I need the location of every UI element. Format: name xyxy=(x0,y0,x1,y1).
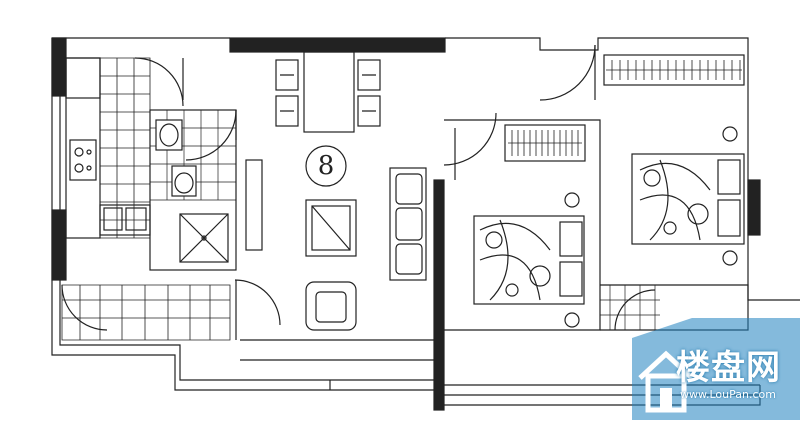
dining-chair xyxy=(275,95,299,127)
dining-chair xyxy=(357,59,381,91)
bedroom-1-bed xyxy=(473,215,585,305)
bedroom-2-door-arc xyxy=(539,44,596,101)
bedside-lamp xyxy=(722,250,738,266)
entry-door-arc-2 xyxy=(234,279,281,326)
bedside-lamp xyxy=(564,192,580,208)
bedroom-1-door-arc xyxy=(443,112,497,166)
kitchen-door-arc xyxy=(134,57,184,107)
stove xyxy=(69,139,97,181)
bathroom-door-arc xyxy=(185,109,237,161)
wall-living-bed xyxy=(433,179,445,411)
bedroom-1-wardrobe xyxy=(504,124,586,162)
dining-table xyxy=(303,51,355,133)
wall-right-bed xyxy=(747,179,761,236)
toilet xyxy=(171,165,197,197)
kitchen-top-cabinet xyxy=(65,57,101,99)
watermark-house-icon xyxy=(632,318,800,420)
entry-door-arc xyxy=(61,284,108,331)
bedside-lamp xyxy=(564,312,580,328)
watermark: 楼盘网 www.LouPan.com xyxy=(632,318,800,420)
entry-tiles xyxy=(61,284,231,341)
bedroom-2-wardrobe xyxy=(603,54,745,86)
bedside-lamp xyxy=(722,126,738,142)
unit-number-circle xyxy=(305,145,347,187)
stove-burner xyxy=(74,163,84,173)
wall-left-kitchen xyxy=(51,37,67,97)
bathroom-2-door-arc xyxy=(614,289,656,331)
kitchen-floor-tiles xyxy=(99,57,151,239)
bathroom-tiles xyxy=(150,110,236,201)
dining-chair xyxy=(275,59,299,91)
wall-left-kitchen-lower xyxy=(51,209,67,281)
tv-cabinet xyxy=(245,159,263,251)
wall-top-living xyxy=(229,37,446,53)
bedroom-1-walls xyxy=(444,119,601,331)
sofa xyxy=(389,167,427,281)
coffee-table xyxy=(305,199,357,257)
bathroom xyxy=(149,109,237,271)
stove-burner xyxy=(74,147,84,157)
kitchen-counter xyxy=(65,57,101,239)
dining-chair xyxy=(357,95,381,127)
armchair xyxy=(305,281,357,331)
watermark-url: www.LouPan.com xyxy=(680,388,776,401)
bedroom-2-bed xyxy=(631,153,745,245)
watermark-brand: 楼盘网 xyxy=(676,348,781,388)
unit-number: 8 xyxy=(317,151,335,181)
